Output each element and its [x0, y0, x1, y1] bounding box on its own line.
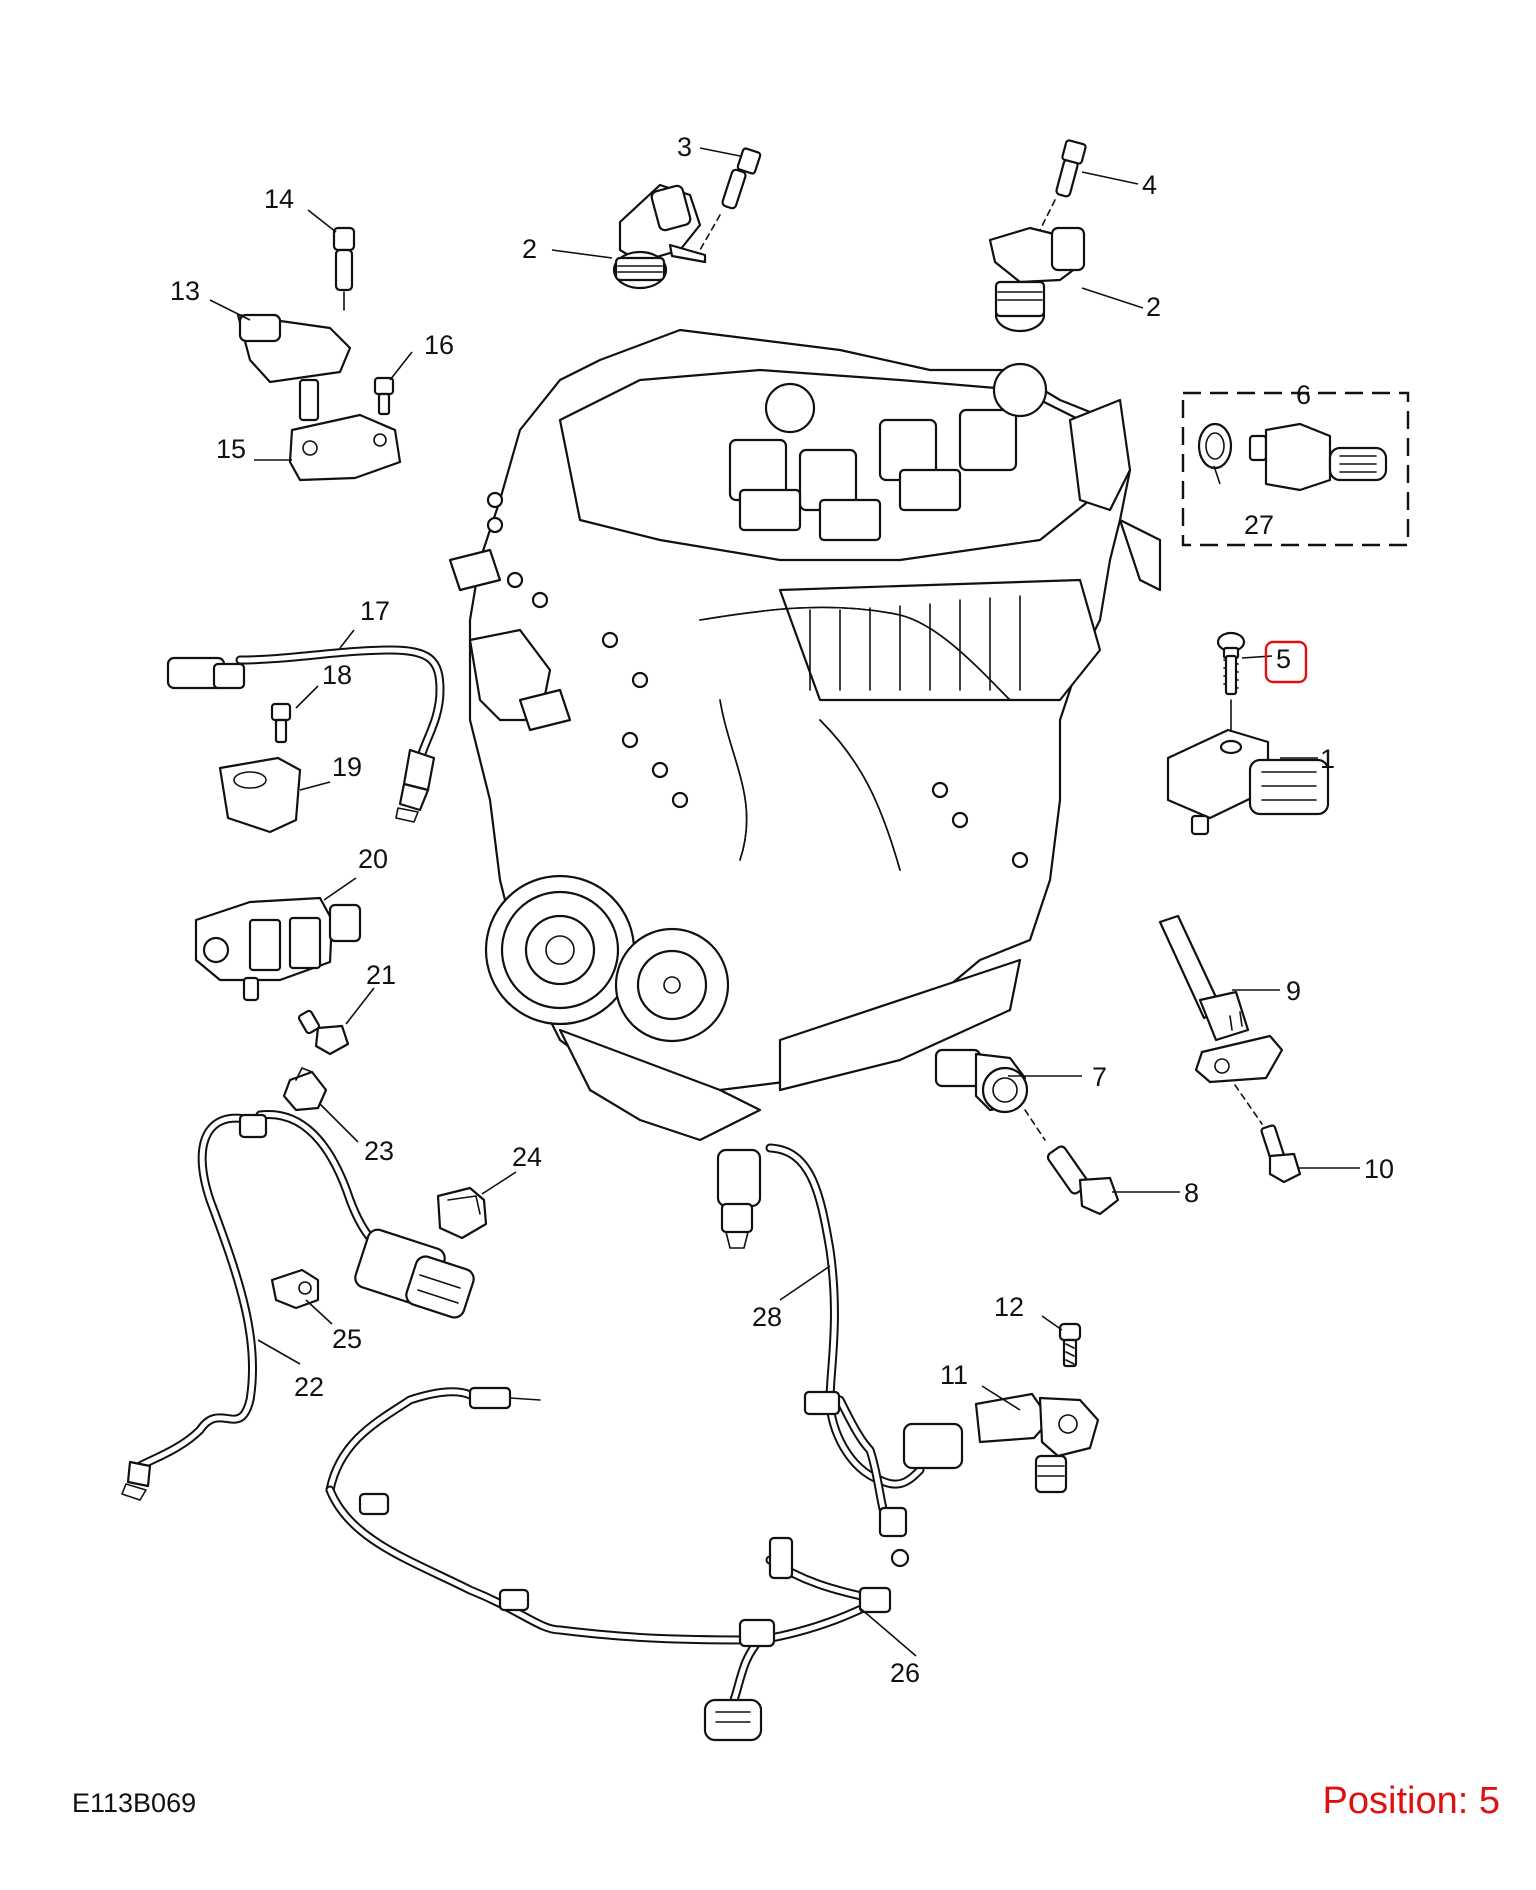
callout-26: 26	[890, 1658, 920, 1688]
callout-19: 19	[332, 752, 362, 782]
part-17-oxygen-sensor	[166, 645, 445, 823]
part-18-bolt	[270, 702, 292, 744]
callout-2-right: 2	[1146, 292, 1161, 322]
part-25-clip	[270, 1268, 320, 1310]
callout-24: 24	[512, 1142, 542, 1172]
callout-15: 15	[216, 434, 246, 464]
part-19-bracket	[218, 756, 302, 834]
callout-5: 5	[1276, 644, 1291, 674]
part-14-bolt	[332, 226, 356, 311]
callout-7: 7	[1092, 1062, 1107, 1092]
callout-18: 18	[322, 660, 352, 690]
part-6-oil-pressure-switch	[1248, 422, 1388, 492]
engine-assembly	[448, 328, 1162, 1142]
part-3-bolt	[699, 147, 762, 251]
callout-14: 14	[264, 184, 294, 214]
callout-11: 11	[940, 1360, 968, 1390]
callout-25: 25	[332, 1324, 362, 1354]
callout-3: 3	[677, 132, 692, 162]
callout-1: 1	[1320, 744, 1335, 774]
part-2-sensor-right	[988, 226, 1086, 333]
callout-28: 28	[752, 1302, 782, 1332]
part-23-clip	[282, 1067, 328, 1112]
callout-6: 6	[1296, 380, 1311, 410]
part-9-crankshaft-sensor	[1158, 914, 1284, 1084]
callout-27: 27	[1244, 510, 1274, 540]
part-11-sensor	[974, 1392, 1100, 1494]
callout-9: 9	[1286, 976, 1301, 1006]
part-13-pressure-sensor	[236, 313, 352, 422]
part-26-temperature-sensor-harness	[325, 1386, 892, 1742]
part-5-screw	[1216, 631, 1246, 741]
callout-12: 12	[994, 1292, 1024, 1322]
diagram-reference-code: E113B069	[72, 1788, 197, 1818]
callout-2-left: 2	[522, 234, 537, 264]
callout-4: 4	[1142, 170, 1157, 200]
callout-22: 22	[294, 1372, 324, 1402]
part-16-bolt	[373, 376, 395, 416]
part-10-bolt	[1234, 1084, 1302, 1184]
callout-13: 13	[170, 276, 200, 306]
part-6-kit-box	[1181, 391, 1410, 547]
part-12-bolt	[1058, 1322, 1082, 1368]
highlight-box-callout-5	[1264, 640, 1308, 684]
part-4-bolt	[1039, 139, 1087, 231]
part-24-clip	[436, 1186, 488, 1240]
callout-21: 21	[366, 960, 396, 990]
callout-leaders	[209, 147, 1360, 1657]
part-22-oxygen-sensor	[121, 1109, 475, 1501]
part-21-bolt	[297, 1009, 350, 1056]
position-label: Position: 5	[1322, 1780, 1500, 1822]
callout-8: 8	[1184, 1178, 1199, 1208]
callout-20: 20	[358, 844, 388, 874]
part-27-seal-washer	[1197, 422, 1233, 470]
callout-16: 16	[424, 330, 454, 360]
part-15-bracket	[288, 413, 402, 482]
callout-labels: 1 2 2 3 4 5 6 7 8 9 10 11 12 13 14 15 16…	[170, 132, 1394, 1688]
part-7-knock-sensor	[934, 1048, 1029, 1114]
part-20-pressure-sensor	[194, 896, 362, 1002]
part-8-bolt	[1024, 1109, 1120, 1216]
part-28-sensor-harness	[716, 1143, 964, 1568]
part-2-sensor-left	[612, 183, 707, 290]
callout-17: 17	[360, 596, 390, 626]
callout-23: 23	[364, 1136, 394, 1166]
callout-10: 10	[1364, 1154, 1394, 1184]
part-1-sensor	[1166, 728, 1330, 836]
